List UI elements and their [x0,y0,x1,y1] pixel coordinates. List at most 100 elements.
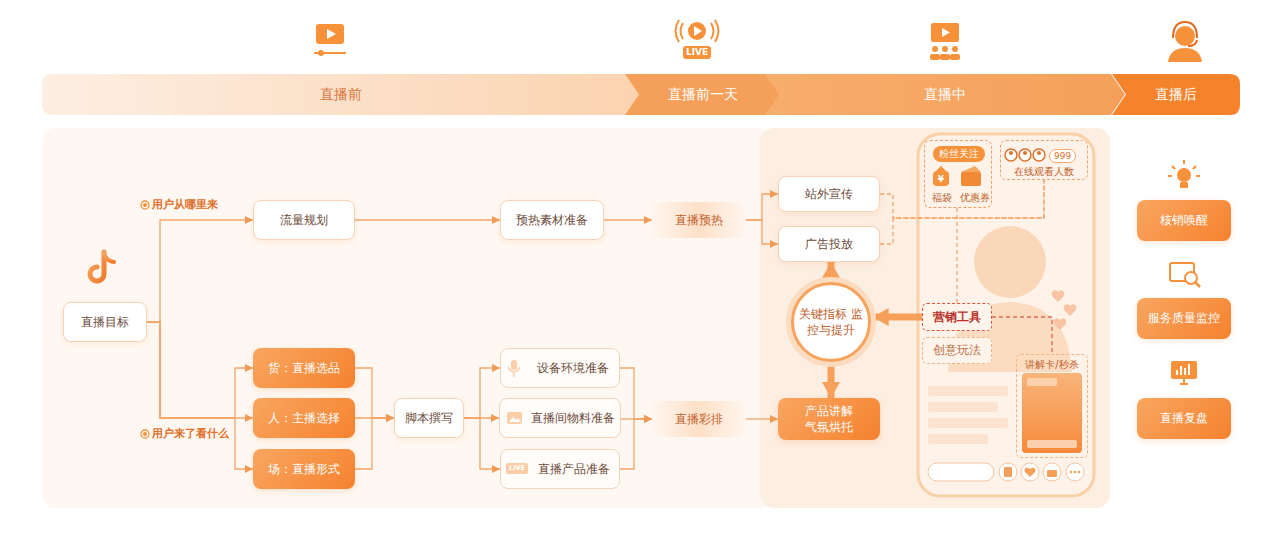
flow-connector [355,219,500,220]
node-text: 直播中 [924,85,966,104]
phone-illustration [1078,471,1081,474]
node-text: 脚本撰写 [405,410,453,426]
phase-band: 直播中 [765,74,1125,115]
node-text: 直播前一天 [668,85,738,104]
node-text: 在线观看人数 [1001,166,1087,178]
flow-connector [604,219,652,220]
phone-illustration [1074,471,1077,474]
tiktok-logo [90,252,104,281]
phone-illustration [928,402,998,412]
panels [1110,128,1240,508]
thick-arrow [828,362,835,398]
branch-label: 用户从哪里来 [152,198,218,212]
flow-connector [464,418,500,469]
element-box: 货：直播选品 [253,348,355,388]
flow-connector [464,368,500,418]
fans-panel: 粉丝关注福袋优惠券 [924,140,992,208]
tiktok-logo [104,253,114,262]
stage-icons [314,20,1202,62]
stage-icons [676,20,719,42]
phone-illustration [1070,471,1073,474]
flow-connector [620,419,652,469]
flow-connector [147,322,253,469]
node-text: 999 [1049,149,1076,163]
prep-box: 直播间物料准备 [499,398,621,438]
after-icons [1171,361,1197,379]
tool-box: 营销工具 [922,303,992,331]
phone-illustration [918,134,1094,496]
stage-icons [931,23,959,42]
viewer-panel: 999 在线观看人数 [1000,140,1088,180]
phone-illustration [974,226,1046,298]
phone-illustration [1037,151,1041,155]
node-text: 产品讲解 气氛烘托 [801,403,857,435]
dashed-leader [956,208,957,303]
process-box: 脚本撰写 [394,398,464,438]
phone-illustration [928,434,988,444]
node-text: 直播产品准备 [538,461,610,477]
phone-illustration [961,172,981,186]
circle-ring [793,284,870,361]
node-text: 讲解卡/秒杀 [1017,359,1087,371]
element-box: 产品讲解 气氛烘托 [778,398,880,440]
panels [42,128,1240,508]
process-box: 站外宣传 [778,176,880,212]
node-text: 货：直播选品 [268,360,340,376]
phone-illustration [999,463,1017,481]
node-text: 福袋 [932,192,952,204]
band-fill [42,74,640,115]
after-icons [1177,364,1189,375]
metric-circle: 关键指标 监控与提升 [791,282,871,362]
phone-illustration [928,463,994,481]
after-icons [1168,160,1200,384]
node-text: 优惠券 [960,192,990,204]
stage-icons [683,46,711,59]
icon-text: ¥ [933,172,949,186]
dashed-leader [880,180,1044,244]
node-text: 直播复盘 [1160,410,1208,426]
stage-icons [952,46,958,52]
after-icons [1177,168,1191,182]
node-text: 广告投放 [805,236,853,252]
element-box: 场：直播形式 [253,449,355,489]
element-box: 人：主播选择 [253,398,355,438]
stage-icons [932,46,938,52]
node-text: 核销唤醒 [1160,212,1208,228]
node-text: 设备环境准备 [537,360,609,376]
node-text: 直播前 [320,85,362,104]
after-icons [1180,379,1188,384]
stage-icons [950,54,960,60]
circle-shape [791,282,871,362]
dashed-leader [992,317,1052,354]
phone-illustration [1022,373,1082,453]
stage-icons [688,22,706,40]
stage-icons [694,26,702,36]
flow-connector [355,418,394,469]
phone-illustration [1047,470,1057,477]
process-box: 预热素材准备 [500,200,604,240]
phone-illustration [936,166,946,171]
stage-icons [1168,48,1202,62]
prep-box: 设备环境准备 [500,348,620,388]
after-box: 核销唤醒 [1137,200,1231,241]
circle-glow [789,280,873,364]
phone-illustration [1064,304,1077,316]
node-text: 直播预热 [675,212,723,228]
band-fill [1112,74,1240,115]
stage-box: 直播预热 [652,202,746,238]
flow-connector [355,368,394,418]
flow-connector [746,418,778,419]
node-text: 站外宣传 [805,186,853,202]
stage-icons [930,54,940,60]
node-text: 创意玩法 [933,342,981,358]
after-icons [1195,282,1200,287]
thick-arrow [873,314,922,321]
tool-box: 创意玩法 [922,337,992,364]
stage-icons [942,46,948,52]
node-text: 关键指标 监控与提升 [798,306,864,338]
band-fill [765,74,1125,115]
flow-connector [746,194,778,220]
phase-band: 直播前 [42,74,640,115]
phone-illustration [1005,149,1017,161]
